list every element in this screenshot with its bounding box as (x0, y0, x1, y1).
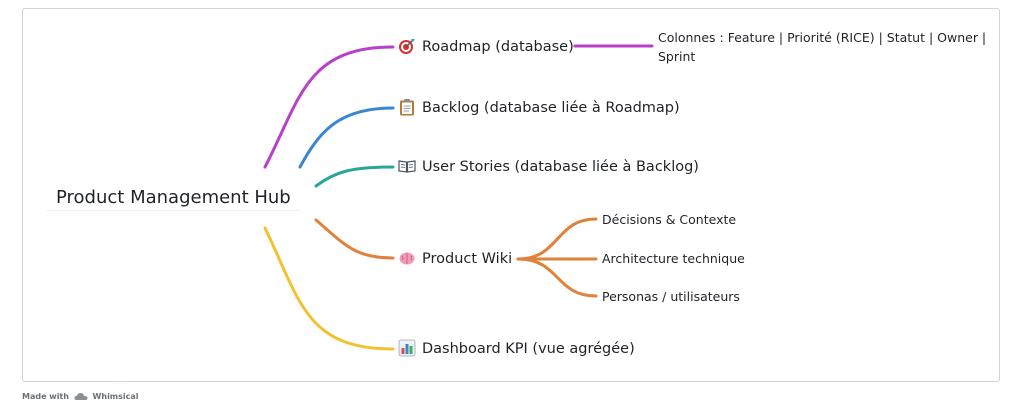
edge-root-backlog (298, 106, 395, 169)
footer-brand: Whimsical (92, 392, 139, 401)
root-label: Product Management Hub (56, 187, 291, 208)
dart-target-icon (399, 39, 415, 54)
edge-root-dashboard (263, 226, 395, 351)
branch-dashboard-kpi-label: Dashboard KPI (vue agrégée) (422, 341, 635, 357)
edge-root-wiki (314, 218, 395, 260)
wiki-child-decisions-label: Décisions & Contexte (602, 212, 737, 227)
clipboard-icon (400, 99, 414, 116)
wiki-child-decisions[interactable]: Décisions & Contexte (602, 210, 736, 230)
branch-dashboard-kpi[interactable]: Dashboard KPI (vue agrégée) (398, 339, 635, 359)
branch-backlog-label: Backlog (database liée à Roadmap) (422, 100, 680, 116)
branch-product-wiki-label: Product Wiki (422, 251, 513, 267)
brain-icon (399, 252, 415, 265)
footer-made-with: Made with (22, 392, 69, 401)
bar-chart-icon (398, 339, 416, 357)
made-with-footer[interactable]: Made with Whimsical (22, 392, 139, 402)
wiki-child-architecture[interactable]: Architecture technique (602, 249, 745, 269)
root-node[interactable]: Product Management Hub (46, 186, 301, 211)
edge-root-roadmap (263, 45, 395, 169)
branch-user-stories[interactable]: User Stories (database liée à Backlog) (398, 157, 699, 177)
wiki-child-architecture-label: Architecture technique (602, 251, 745, 266)
branch-backlog[interactable]: Backlog (database liée à Roadmap) (398, 98, 680, 118)
wiki-child-personas[interactable]: Personas / utilisateurs (602, 287, 740, 307)
open-book-icon (398, 160, 416, 173)
branch-product-wiki[interactable]: Product Wiki (398, 249, 512, 269)
branch-user-stories-label: User Stories (database liée à Backlog) (422, 159, 699, 175)
wiki-child-personas-label: Personas / utilisateurs (602, 289, 740, 304)
branch-roadmap[interactable]: Roadmap (database) (398, 37, 574, 57)
edge-wiki-decisions (516, 217, 598, 261)
edge-wiki-personas (516, 257, 598, 298)
edge-root-userstories (314, 165, 395, 188)
diagram-canvas (22, 8, 1000, 382)
whimsical-logo-icon (74, 393, 88, 400)
roadmap-columns-node[interactable]: Colonnes : Feature | Priorité (RICE) | S… (658, 28, 988, 66)
branch-roadmap-label: Roadmap (database) (422, 39, 574, 55)
roadmap-columns-label: Colonnes : Feature | Priorité (RICE) | S… (658, 30, 987, 64)
